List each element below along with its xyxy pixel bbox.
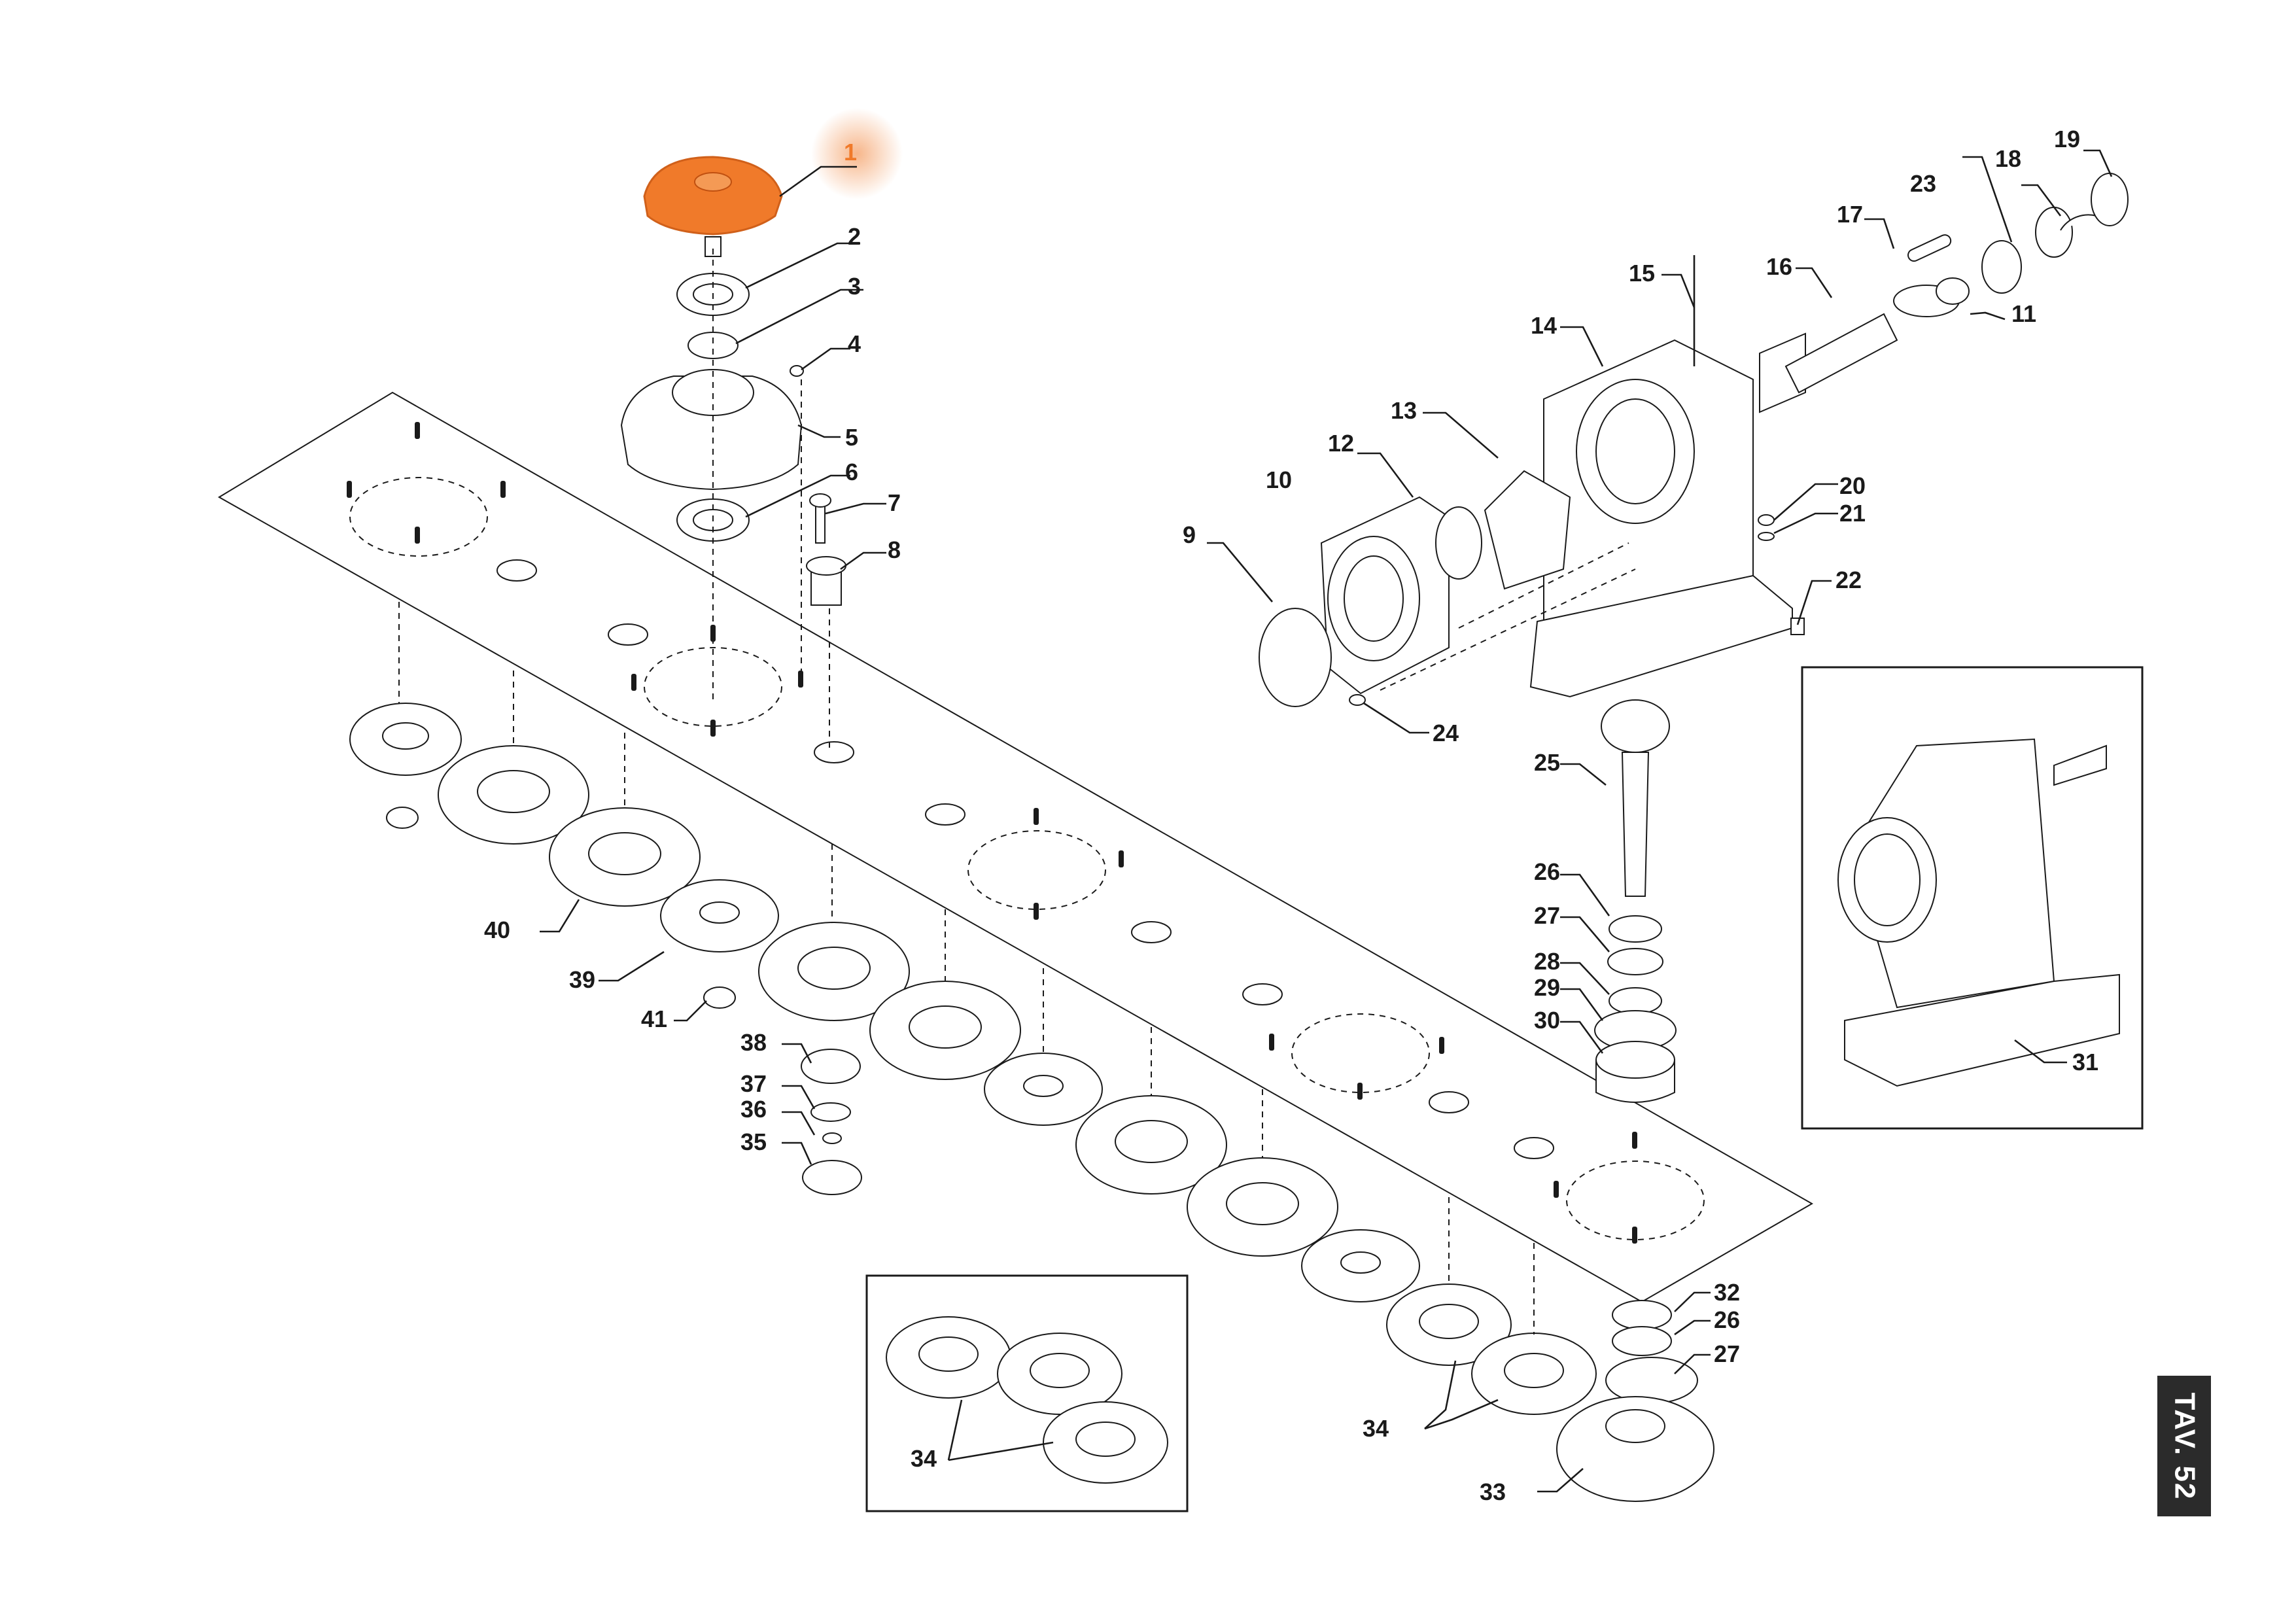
callout-31[interactable]: 31 <box>2072 1049 2098 1075</box>
callout-13[interactable]: 13 <box>1391 397 1417 424</box>
page-tag: TAV. 52 <box>2157 1376 2211 1516</box>
callout-17[interactable]: 17 <box>1837 201 1863 228</box>
callout-38[interactable]: 38 <box>740 1029 767 1056</box>
callout-32[interactable]: 32 <box>1714 1279 1740 1306</box>
callout-26[interactable]: 26 <box>1534 858 1560 885</box>
callout-30[interactable]: 30 <box>1534 1007 1560 1034</box>
callout-8[interactable]: 8 <box>888 536 901 563</box>
callout-24[interactable]: 24 <box>1433 720 1459 746</box>
callout-39[interactable]: 39 <box>569 966 595 993</box>
callout-27-lower[interactable]: 27 <box>1714 1340 1740 1367</box>
callout-15[interactable]: 15 <box>1629 260 1655 287</box>
callout-25[interactable]: 25 <box>1534 749 1560 776</box>
callout-27[interactable]: 27 <box>1534 902 1560 929</box>
callout-2[interactable]: 2 <box>848 223 861 250</box>
callout-12[interactable]: 12 <box>1328 430 1354 457</box>
callout-35[interactable]: 35 <box>740 1128 767 1155</box>
callout-4[interactable]: 4 <box>848 330 861 357</box>
callout-14[interactable]: 14 <box>1531 312 1557 339</box>
callout-34-main[interactable]: 34 <box>1363 1415 1389 1442</box>
callout-22[interactable]: 22 <box>1835 567 1862 593</box>
leader-lines <box>540 149 2113 1493</box>
callout-41[interactable]: 41 <box>641 1005 667 1032</box>
callout-3[interactable]: 3 <box>848 273 861 300</box>
hub-assembly <box>620 108 903 749</box>
callout-29[interactable]: 29 <box>1534 974 1560 1001</box>
cutter-bar-plate <box>218 391 1814 1303</box>
callout-23[interactable]: 23 <box>1910 170 1936 197</box>
vertical-drive-assembly <box>1594 699 1677 1103</box>
callout-34-detail[interactable]: 34 <box>911 1445 937 1472</box>
page-tag-label: TAV. 52 <box>2168 1392 2201 1500</box>
callout-28[interactable]: 28 <box>1534 948 1560 975</box>
callout-36[interactable]: 36 <box>740 1096 767 1123</box>
callout-40[interactable]: 40 <box>484 916 510 943</box>
detail-box-31 <box>1801 666 2144 1130</box>
callout-7[interactable]: 7 <box>888 489 901 516</box>
callout-11[interactable]: 11 <box>2011 300 2036 327</box>
callout-21[interactable]: 21 <box>1839 500 1866 527</box>
callout-18[interactable]: 18 <box>1995 145 2021 172</box>
callout-1[interactable]: 1 <box>844 139 857 166</box>
gearbox-assembly <box>1259 173 2129 707</box>
callout-37[interactable]: 37 <box>740 1070 767 1097</box>
callout-labels: 1 2 3 4 5 6 7 8 9 10 11 12 13 14 15 16 1… <box>484 126 2098 1505</box>
callout-9[interactable]: 9 <box>1183 521 1196 548</box>
callout-6[interactable]: 6 <box>845 459 858 485</box>
gear-train <box>349 602 1714 1502</box>
part-1-hub-flange <box>643 156 783 236</box>
callout-20[interactable]: 20 <box>1839 472 1866 499</box>
callout-33[interactable]: 33 <box>1480 1478 1506 1505</box>
detail-box-34 <box>865 1274 1189 1512</box>
callout-26-lower[interactable]: 26 <box>1714 1306 1740 1333</box>
callout-19[interactable]: 19 <box>2054 126 2080 152</box>
callout-5[interactable]: 5 <box>845 424 858 451</box>
callout-16[interactable]: 16 <box>1766 253 1792 280</box>
callout-10[interactable]: 10 <box>1266 466 1292 493</box>
